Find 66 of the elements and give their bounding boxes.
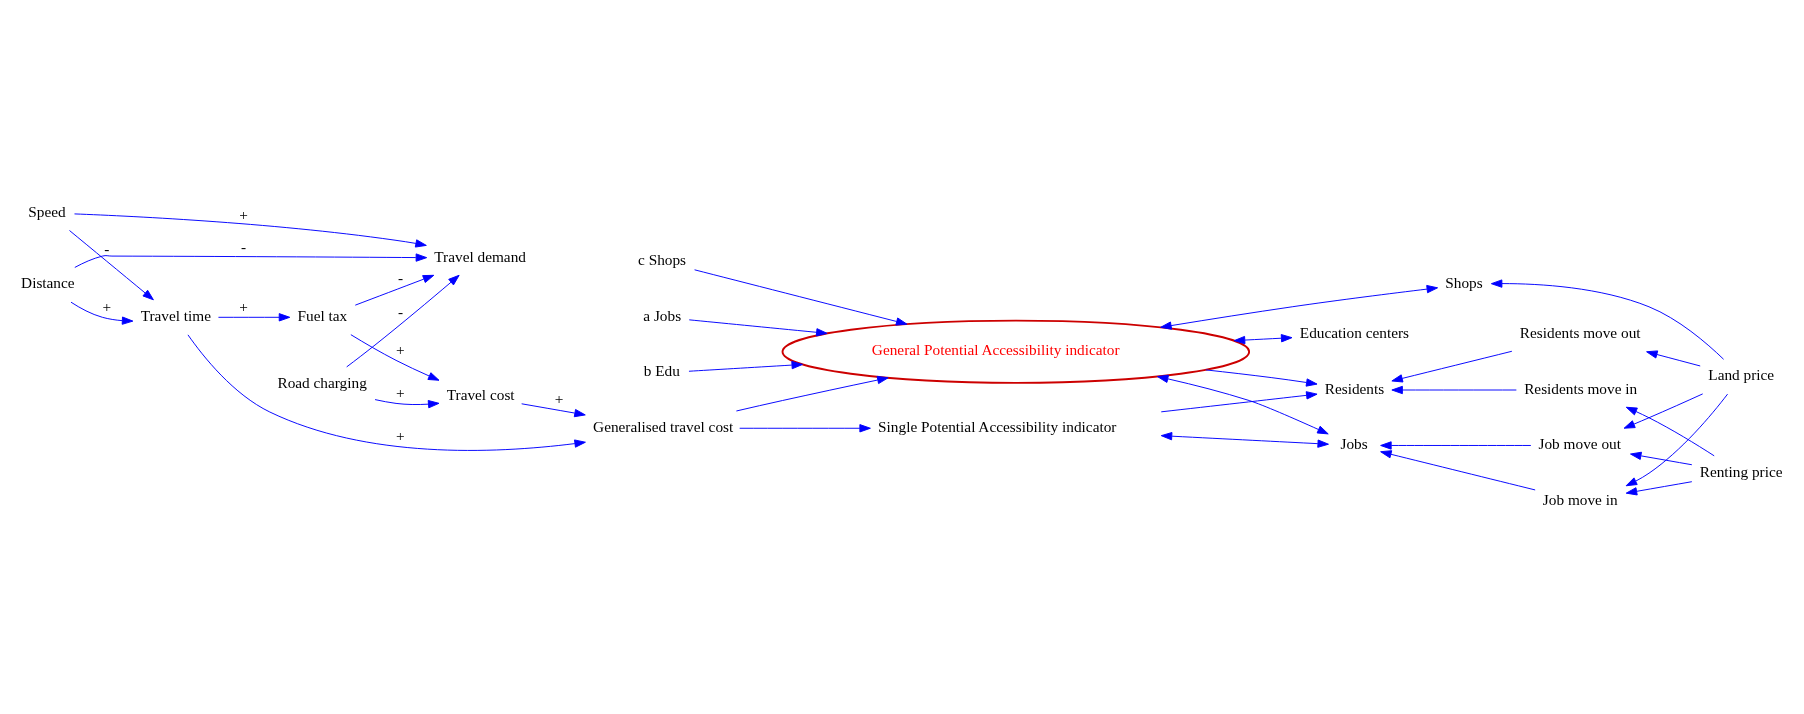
- edge-label: -: [397, 268, 404, 286]
- arrow: [346, 274, 460, 368]
- node-text: Land price: [1708, 366, 1775, 384]
- node-text: Road charging: [277, 373, 367, 391]
- arrow: [1490, 279, 1725, 360]
- arrow: [1205, 369, 1318, 387]
- node-text: Travel cost: [446, 386, 515, 404]
- arrow: [735, 375, 889, 412]
- edge-label: +: [396, 341, 405, 359]
- node-text: Residents move in: [1524, 379, 1638, 397]
- edge-label: +: [554, 390, 564, 408]
- arrow: [1160, 391, 1318, 413]
- node-text: Single Potential Accessibility indicator: [878, 417, 1117, 435]
- arrow: [70, 301, 134, 325]
- edge-label: +: [396, 427, 405, 445]
- arrow: [374, 399, 440, 409]
- arrow: [1391, 350, 1513, 383]
- node-text: Generalised travel cost: [593, 417, 734, 435]
- node-text: Residents: [1324, 379, 1385, 397]
- edge-label: -: [397, 303, 404, 321]
- node-text: Travel demand: [434, 247, 526, 265]
- arrow: [1380, 450, 1536, 491]
- node-text: Travel time: [140, 306, 212, 324]
- arrow: [1623, 393, 1704, 429]
- arrow: [688, 319, 828, 337]
- node-text: Residents move out: [1519, 324, 1641, 342]
- arrow: [1625, 481, 1693, 496]
- arrow: [187, 334, 586, 451]
- arrow: [69, 230, 154, 301]
- arrow: [1391, 385, 1517, 395]
- arrow: [74, 213, 427, 248]
- arrow: [1630, 451, 1693, 466]
- arrow: [1156, 374, 1329, 435]
- node-text: b Edu: [643, 362, 680, 380]
- edge-label: +: [239, 298, 248, 316]
- arrow: [739, 424, 871, 433]
- arrow: [688, 360, 803, 372]
- arrow: [1646, 350, 1701, 367]
- arrow: [217, 313, 291, 322]
- arrow: [694, 269, 908, 326]
- edge-label: -: [104, 239, 110, 257]
- arrow: [1380, 441, 1532, 450]
- node-text: Shops: [1445, 274, 1483, 292]
- arrow: [521, 403, 586, 418]
- arrow: [1233, 334, 1293, 345]
- edge-label: +: [102, 298, 112, 316]
- arrow: [354, 274, 435, 306]
- node-text: Job move out: [1538, 435, 1621, 453]
- edge-label: -: [241, 238, 247, 256]
- edge-label: +: [239, 205, 248, 223]
- arrow: [350, 334, 440, 381]
- node-text: a Jobs: [643, 306, 682, 324]
- arrow: [1160, 284, 1439, 330]
- arrow: [1625, 406, 1715, 457]
- arrow: [74, 253, 428, 268]
- node-text: Distance: [21, 274, 75, 292]
- node-text: Speed: [28, 202, 66, 220]
- node-text: Renting price: [1699, 462, 1783, 480]
- node-text: c Shops: [638, 251, 687, 269]
- node-text: Jobs: [1340, 435, 1368, 453]
- node-text: Job move in: [1542, 490, 1618, 508]
- node-text: Fuel tax: [297, 306, 348, 324]
- arrow: [1625, 393, 1729, 487]
- edge-label: +: [396, 384, 405, 402]
- arrow: [1160, 432, 1329, 448]
- node-text: Education centers: [1299, 324, 1410, 342]
